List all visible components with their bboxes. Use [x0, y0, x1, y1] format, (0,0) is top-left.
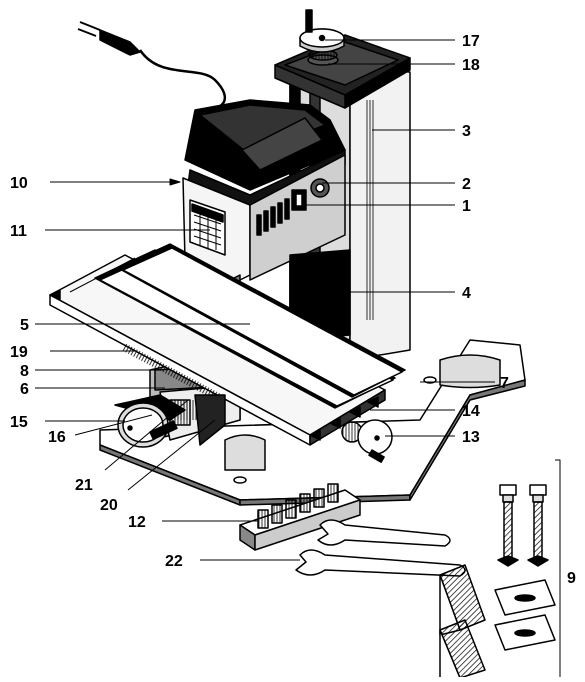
longitudinal-feed-handwheel	[341, 419, 393, 463]
leader-lines	[35, 39, 495, 561]
callout-13: 13	[462, 429, 480, 446]
callout-14: 14	[462, 403, 480, 420]
kit-bracket	[555, 459, 561, 677]
callout-16: 16	[48, 429, 66, 446]
clamping-kit	[439, 484, 556, 681]
callout-11: 11	[10, 223, 27, 240]
machine-base	[99, 339, 526, 506]
motor-housing	[184, 99, 346, 211]
callout-7: 7	[500, 375, 509, 392]
collet-set	[239, 483, 361, 551]
callout-15: 15	[10, 414, 28, 431]
callout-9: 9	[567, 570, 576, 587]
callout-22: 22	[165, 553, 183, 570]
callout-19: 19	[10, 344, 28, 361]
callout-12: 12	[128, 514, 146, 531]
work-table	[49, 243, 406, 446]
callout-labels: 17 18 3 10 2 1 11 4 5 19 8 6 7 14 15 13 …	[10, 33, 576, 587]
power-cord	[77, 21, 227, 110]
callout-18: 18	[462, 57, 480, 74]
cross-feed-handwheel	[114, 394, 226, 448]
callout-10: 10	[10, 175, 28, 192]
callout-5: 5	[20, 317, 29, 334]
callout-6: 6	[20, 381, 29, 398]
callout-3: 3	[462, 123, 471, 140]
ventilation-slots	[256, 198, 290, 236]
rating-plate	[189, 199, 226, 256]
callout-4: 4	[462, 285, 471, 302]
callout-2: 2	[462, 176, 471, 193]
callout-8: 8	[20, 363, 29, 380]
callout-21: 21	[75, 477, 93, 494]
callout-17: 17	[462, 33, 480, 50]
callout-1: 1	[462, 198, 471, 215]
table-scale	[121, 342, 223, 402]
callout-20: 20	[100, 497, 118, 514]
wrenches	[295, 519, 466, 577]
